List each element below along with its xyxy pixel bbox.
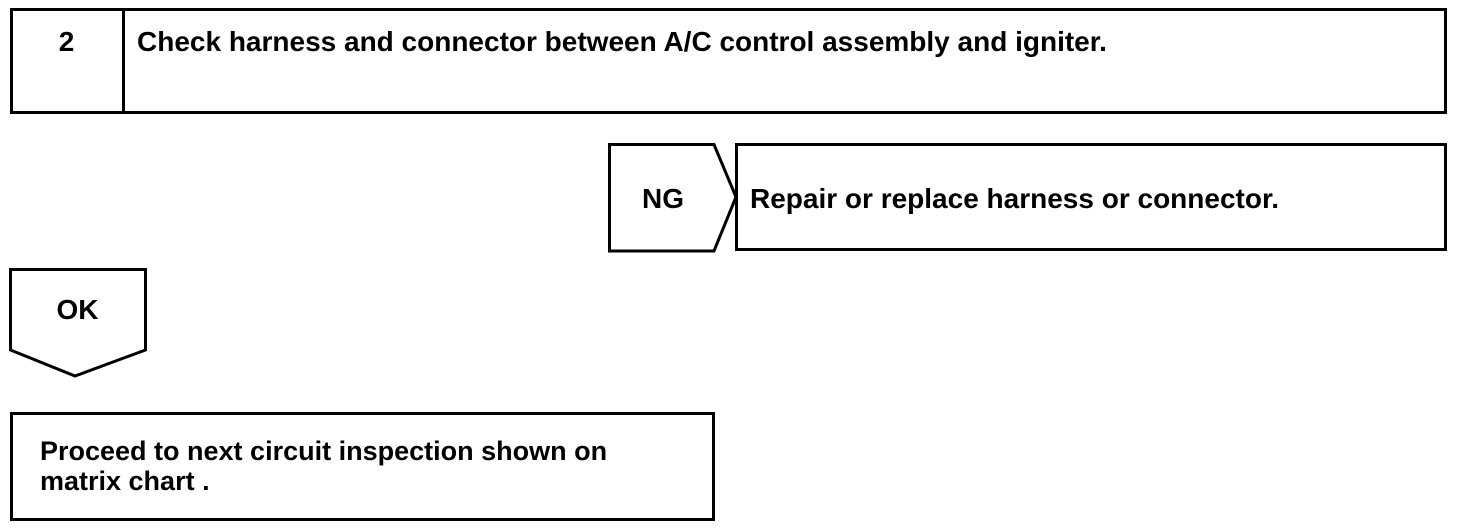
step-title: Check harness and connector between A/C … (137, 26, 1107, 57)
step-number-divider (122, 8, 125, 114)
ok-label: OK (56, 294, 99, 325)
ok-arrow-icon (9, 268, 147, 378)
ok-action-line1: Proceed to next circuit inspection shown… (40, 436, 608, 466)
step-number: 2 (58, 26, 75, 57)
ng-label: NG (642, 183, 684, 214)
ng-arrow-icon (608, 143, 738, 253)
step-box (10, 8, 1447, 114)
ok-action-box (10, 412, 715, 521)
ng-action-box (735, 143, 1447, 251)
ok-action-line2: matrix chart . (40, 466, 210, 496)
ng-action-text: Repair or replace harness or connector. (750, 183, 1280, 214)
